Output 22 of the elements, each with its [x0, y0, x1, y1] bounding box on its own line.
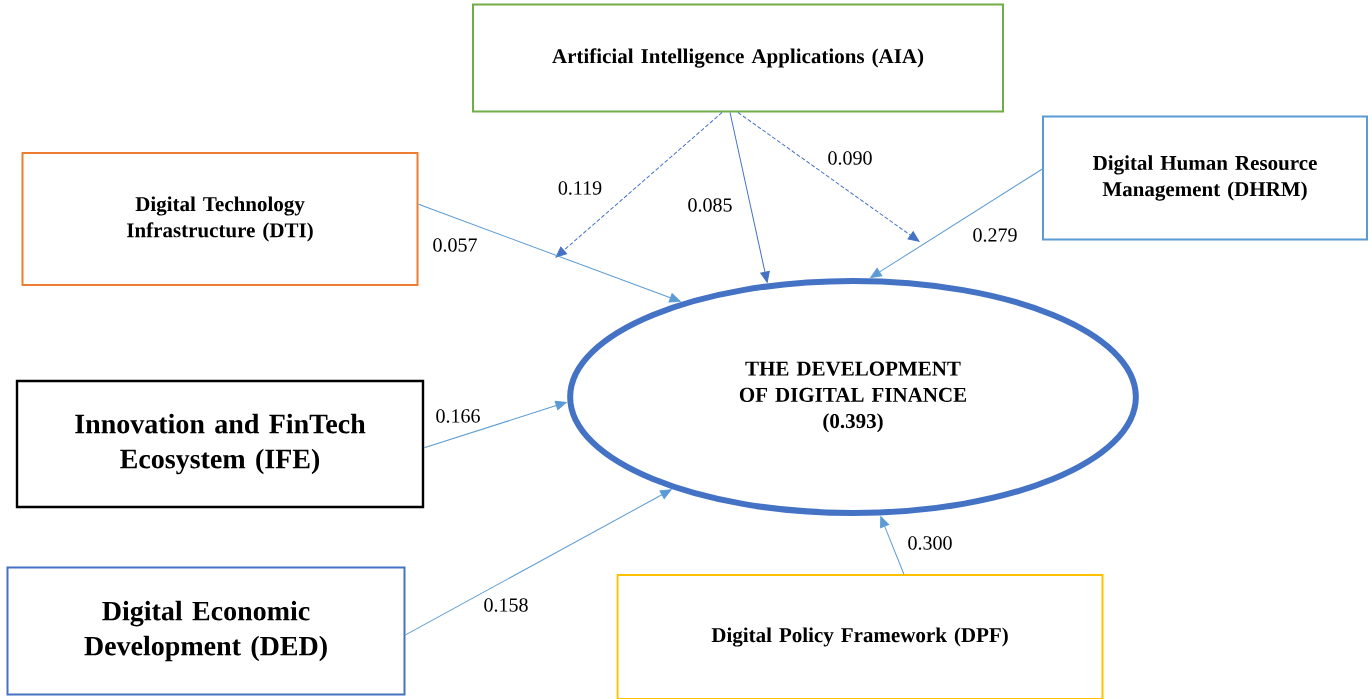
- edge-label: 0.279: [970, 226, 1020, 244]
- arrow: [880, 516, 905, 575]
- edge-label: 0.085: [685, 196, 735, 214]
- arrow: [423, 400, 567, 449]
- arrow: [418, 203, 681, 303]
- edge-label: 0.158: [481, 596, 531, 614]
- construct-box: Artificial Intelligence Applications (AIA): [472, 3, 1004, 113]
- construct-box: Digital Technology Infrastructure (DTI): [21, 152, 419, 286]
- arrow: [729, 112, 770, 283]
- construct-box: Digital Policy Framework (DPF): [616, 574, 1104, 699]
- edge-label: 0.057: [430, 236, 480, 254]
- edge-label: 0.119: [555, 179, 605, 197]
- arrow: [405, 489, 672, 636]
- construct-box: Digital Human Resource Management (DHRM): [1042, 115, 1368, 241]
- edge-label: 0.166: [433, 407, 483, 425]
- arrow: [870, 168, 1043, 278]
- edge-label: 0.090: [825, 149, 875, 167]
- edge-label: 0.300: [905, 534, 955, 552]
- construct-box: Digital Economic Development (DED): [6, 566, 406, 696]
- construct-box: Innovation and FinTech Ecosystem (IFE): [15, 379, 425, 509]
- arrow: [737, 112, 920, 242]
- arrow: [555, 112, 723, 258]
